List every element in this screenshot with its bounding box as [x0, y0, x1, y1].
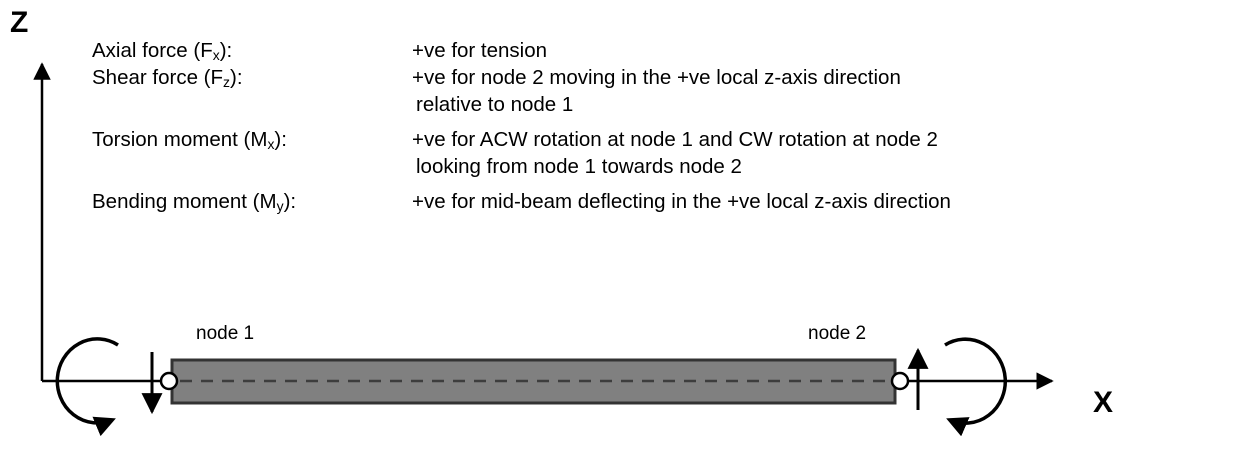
node-1-torsion-moment-arc — [55, 337, 119, 437]
legend-desc-axial-force: +ve for tension — [412, 39, 548, 62]
legend-desc-torsion-moment: +ve for ACW rotation at node 1 and CW ro… — [412, 128, 938, 151]
legend-row-axial-force: Axial force (Fx): +ve for tension — [92, 38, 1212, 65]
node-1-label: node 1 — [196, 323, 255, 344]
legend-row-bending-moment: Bending moment (My): +ve for mid-beam de… — [92, 189, 1212, 216]
z-axis-label: Z — [10, 6, 29, 39]
node-2-marker — [890, 371, 910, 391]
legend-term-torsion-moment: Torsion moment (Mx): — [92, 128, 287, 153]
sign-convention-legend: Axial force (Fx): +ve for tension Shear … — [92, 38, 1212, 216]
node-2-torsion-moment-arc — [944, 337, 1007, 437]
node-1-marker — [159, 371, 179, 391]
x-axis-label: X — [1093, 386, 1114, 419]
legend-term-shear-force: Shear force (Fz): — [92, 66, 243, 91]
node-2-label: node 2 — [808, 323, 867, 344]
legend-term-bending-moment: Bending moment (My): — [92, 190, 297, 215]
legend-desc-shear-force: +ve for node 2 moving in the +ve local z… — [412, 66, 901, 89]
legend-desc-shear-force-line2: relative to node 1 — [416, 93, 574, 116]
legend-term-axial-force: Axial force (Fx): — [92, 39, 233, 64]
legend-row-torsion-moment: Torsion moment (Mx): +ve for ACW rotatio… — [92, 127, 1212, 154]
legend-row-shear-force: Shear force (Fz): +ve for node 2 moving … — [92, 65, 1212, 92]
beam-body — [170, 358, 897, 405]
legend-desc-bending-moment: +ve for mid-beam deflecting in the +ve l… — [412, 190, 951, 213]
legend-desc-torsion-moment-line2: looking from node 1 towards node 2 — [416, 155, 742, 178]
